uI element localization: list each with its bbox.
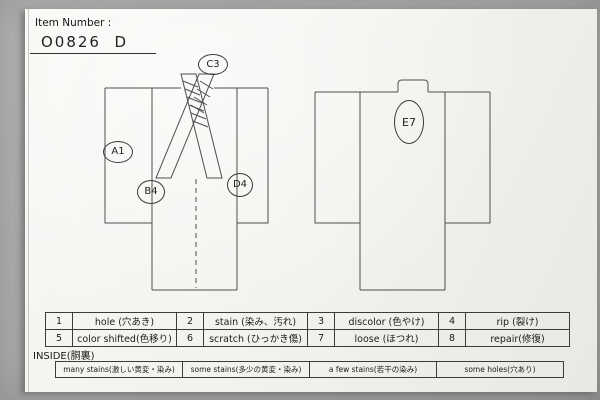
defect-label-cell: discolor (色やけ)	[334, 312, 439, 330]
table-row: many stains(激しい黄変・染み) some stains(多少の黄変・…	[55, 361, 564, 378]
defect-code-cell: 5	[45, 329, 73, 347]
item-number-label: Item Number :	[35, 17, 112, 29]
annotation-d4: D4	[227, 173, 253, 197]
defect-label-cell: loose (ほつれ)	[334, 329, 439, 347]
inside-condition-table: many stains(激しい黄変・染み) some stains(多少の黄変・…	[55, 361, 564, 378]
annotation-e7: E7	[394, 100, 424, 144]
inside-condition-cell: many stains(激しい黄変・染み)	[55, 361, 183, 378]
defect-label-cell: rip (裂け)	[465, 312, 570, 330]
annotation-b4: B4	[137, 180, 165, 204]
defect-label-cell: color shifted(色移り)	[72, 329, 177, 347]
inside-section-label: INSIDE(胴裏)	[33, 351, 95, 362]
kimono-back-drawing	[314, 79, 491, 291]
defect-code-cell: 6	[176, 329, 204, 347]
defect-label-cell: repair(修復)	[465, 329, 570, 347]
defect-label-cell: stain (染み、汚れ)	[203, 312, 308, 330]
defect-code-cell: 8	[438, 329, 466, 347]
defect-label-cell: hole (穴あき)	[72, 312, 177, 330]
table-row: 1 hole (穴あき) 2 stain (染み、汚れ) 3 discolor …	[45, 312, 570, 330]
paper-sheet: Item Number : O0826 D	[25, 9, 597, 392]
annotation-c3: C3	[198, 54, 228, 75]
defect-code-cell: 1	[45, 312, 73, 330]
annotation-a1: A1	[103, 141, 133, 163]
item-number-underline	[30, 53, 156, 54]
table-row: 5 color shifted(色移り) 6 scratch (ひっかき傷) 7…	[45, 329, 570, 347]
defect-code-cell: 3	[307, 312, 335, 330]
defect-code-cell: 7	[307, 329, 335, 347]
inside-condition-cell: some holes(穴あり)	[436, 361, 564, 378]
inside-condition-cell: a few stains(若干の染み)	[309, 361, 437, 378]
defect-code-cell: 4	[438, 312, 466, 330]
paper-edge-line	[28, 9, 29, 392]
item-number-value: O0826 D	[41, 33, 129, 51]
defect-code-table: 1 hole (穴あき) 2 stain (染み、汚れ) 3 discolor …	[45, 312, 570, 347]
inside-condition-cell: some stains(多少の黄変・染み)	[182, 361, 310, 378]
defect-label-cell: scratch (ひっかき傷)	[203, 329, 308, 347]
defect-code-cell: 2	[176, 312, 204, 330]
